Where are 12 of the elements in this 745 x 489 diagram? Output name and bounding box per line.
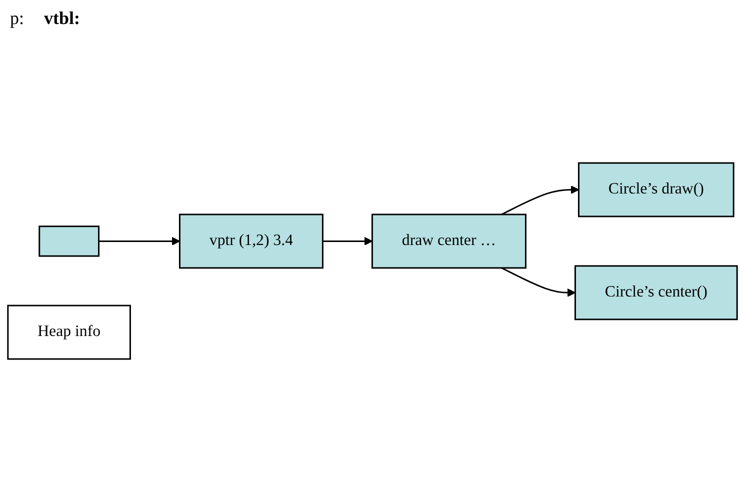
node-box: Heap info xyxy=(7,304,131,360)
arrow xyxy=(98,236,180,246)
arrow xyxy=(322,236,373,246)
arrow xyxy=(501,185,580,216)
pointer-label: p: xyxy=(10,8,24,28)
arrow xyxy=(501,267,576,298)
pointer-label: vtbl: xyxy=(44,8,80,28)
node-box: Circle’s draw() xyxy=(578,162,734,218)
node-box: vptr (1,2) 3.4 xyxy=(178,214,324,269)
node-box: Circle’s center() xyxy=(574,265,738,320)
node-box: draw center … xyxy=(371,214,526,269)
node-box xyxy=(38,226,100,257)
